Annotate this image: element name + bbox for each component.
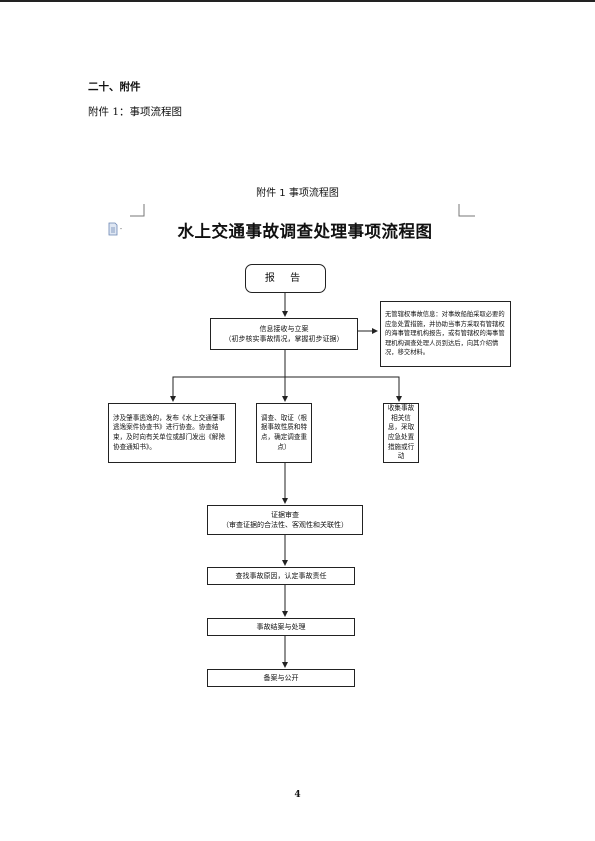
crop-mark-top-right <box>458 204 475 217</box>
receive-node-line-1: 信息接收与立案 <box>259 325 309 333</box>
report-node: 报 告 <box>245 264 326 293</box>
section-heading: 二十、附件 <box>88 81 141 93</box>
page-top-border <box>0 0 595 2</box>
evidence-review-node: 证据审查 （审查证据的合法性、客观性和关联性） <box>207 505 363 535</box>
jurisdiction-note-node: 无管辖权事故信息：对事故船舶采取必要的应急处置措施，并协助当事方采取有管辖权的海… <box>380 301 511 367</box>
escape-case-node: 涉及肇事逃逸的，发布《水上交通肇事逃逸案件协查书》进行协查。协查结束，及时向有关… <box>108 403 236 463</box>
evidence-review-line-1: 证据审查 <box>271 511 299 519</box>
collect-info-node: 收集事故相关信息，采取应急处置措施或行动 <box>383 403 419 463</box>
page-number: 4 <box>294 790 301 800</box>
receive-node: 信息接收与立案 （初步核实事故情况，掌握初步证据） <box>210 318 358 350</box>
cause-responsibility-node: 查找事故原因，认定事故责任 <box>207 567 355 585</box>
figure-caption: 附件 1 事项流程图 <box>256 188 339 199</box>
conclude-node: 事故结案与处理 <box>207 618 355 636</box>
receive-node-line-2: （初步核实事故情况，掌握初步证据） <box>224 335 344 343</box>
attachment-label: 附件 1：事项流程图 <box>88 106 183 118</box>
investigate-node: 调查、取证（根据事故性质和特点，确定调查重点） <box>256 403 312 463</box>
document-icon[interactable] <box>108 222 124 236</box>
flowchart-title: 水上交通事故调查处理事项流程图 <box>177 222 433 241</box>
crop-mark-top-left <box>130 204 145 217</box>
archive-node: 备案与公开 <box>207 669 355 687</box>
evidence-review-line-2: （审查证据的合法性、客观性和关联性） <box>222 521 348 529</box>
